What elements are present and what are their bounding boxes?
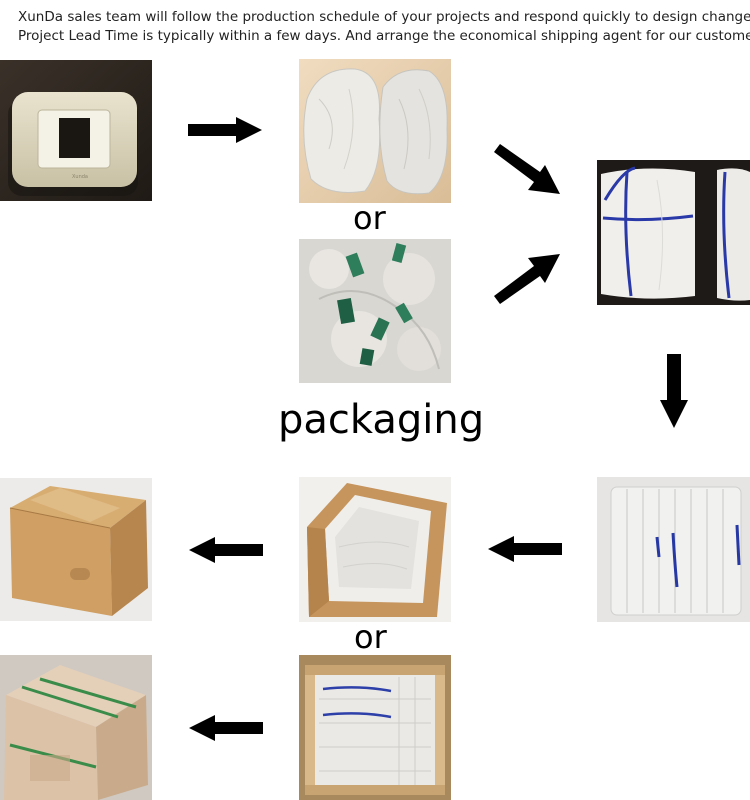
arrow-down-icon [660,354,688,428]
wooden-crate-photo [299,655,451,800]
taped-bag-photo [597,160,750,305]
paper-wrapped-photo [299,59,451,203]
arrow-left-icon-2 [488,536,562,562]
or-label-top: or [353,199,386,237]
air-column-bag-photo [597,477,750,622]
intro-line-1: XunDa sales team will follow the product… [18,9,750,25]
svg-text:Xunda: Xunda [72,174,88,180]
arrow-left-icon-1 [189,537,263,563]
arrow-up-right-icon [494,254,560,304]
open-box-photo [299,477,451,622]
product-wall-plate-photo: Xunda [0,60,152,201]
intro-text: XunDa sales team will follow the product… [18,8,750,46]
taped-carton-photo [0,655,152,800]
packaging-label: packaging [278,397,485,443]
intro-line-2: Project Lead Time is typically within a … [18,28,750,44]
cardboard-box-photo [0,478,152,621]
bubble-bag-photo [299,239,451,383]
arrow-right-icon [188,117,262,143]
arrow-down-right-icon [494,144,560,194]
arrow-left-icon-3 [189,715,263,741]
or-label-bottom: or [354,618,387,656]
